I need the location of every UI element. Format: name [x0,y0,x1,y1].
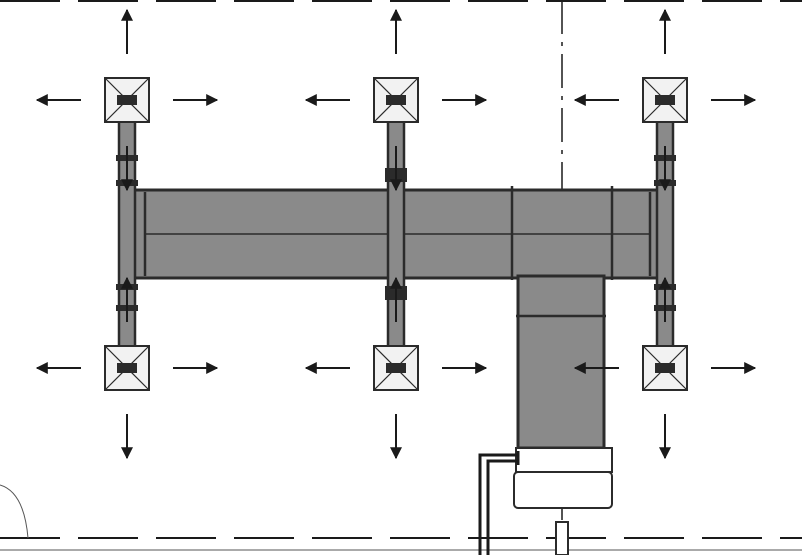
branch-duct-right [655,98,675,372]
ceiling-diffuser-icon [104,345,150,391]
ceiling-diffuser-icon [373,77,419,123]
ceiling-diffusers [104,77,688,391]
branch-duct-left [117,98,137,372]
riser-duct [516,274,606,450]
ceiling-diffuser-icon [104,77,150,123]
ceiling-diffuser-icon [373,345,419,391]
ceiling-diffuser-icon [642,77,688,123]
branch-duct-middle [386,98,406,372]
airflow-arrows [35,8,757,460]
door-swing-arc [0,484,29,539]
air-handling-unit-icon [478,447,613,555]
ceiling-diffuser-icon [642,345,688,391]
